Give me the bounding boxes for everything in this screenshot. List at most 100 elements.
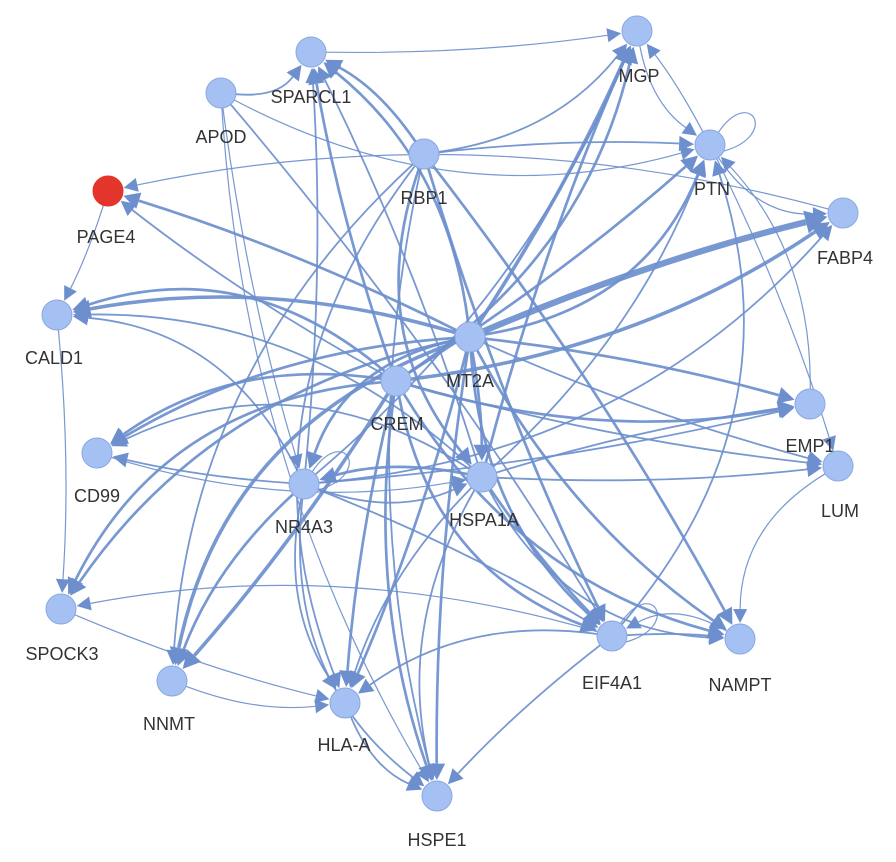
node-circle[interactable] [81, 437, 113, 469]
node-lum[interactable]: LUM [821, 450, 859, 521]
node-apod[interactable]: APOD [195, 77, 247, 147]
edge-RBP1-SPARCL1 [325, 59, 417, 143]
node-spock3[interactable]: SPOCK3 [25, 593, 99, 664]
node-label: CREM [371, 414, 424, 434]
node-circle[interactable] [41, 299, 73, 331]
node-label: CD99 [74, 486, 120, 506]
edge-EIF4A1-HLA-A [358, 629, 598, 694]
edges-layer [55, 28, 836, 791]
edge-EMP1-PTN [720, 156, 811, 390]
edge-CREM-CD99 [110, 372, 382, 444]
node-circle[interactable] [288, 468, 320, 500]
node-cd99[interactable]: CD99 [74, 437, 120, 506]
edge-NR4A3-EIF4A1 [317, 488, 599, 628]
node-label: APOD [195, 127, 246, 147]
edge-CREM-SPOCK3 [67, 380, 382, 595]
node-label: NR4A3 [275, 517, 333, 537]
edge-HLA-A-HSPE1 [349, 716, 423, 791]
node-circle[interactable] [466, 461, 498, 493]
node-circle[interactable] [694, 129, 726, 161]
node-cald1[interactable]: CALD1 [25, 299, 83, 368]
edge-PAGE4-CALD1 [64, 205, 104, 301]
node-circle[interactable] [621, 15, 653, 47]
edge-NR4A3-SPARCL1 [304, 68, 321, 470]
edge-LUM-NAMPT [733, 473, 826, 623]
node-circle[interactable] [408, 138, 440, 170]
node-nr4a3[interactable]: NR4A3 [275, 468, 333, 537]
node-label: HSPE1 [407, 830, 466, 850]
node-circle[interactable] [596, 620, 628, 652]
node-circle[interactable] [724, 623, 756, 655]
edge-MT2A-NR4A3 [306, 338, 456, 469]
node-circle[interactable] [205, 77, 237, 109]
edge-EIF4A1-NAMPT [626, 628, 725, 644]
edge-EIF4A1-SPOCK3 [76, 584, 598, 633]
edge-APOD-HSPE1 [221, 107, 429, 783]
node-mgp[interactable]: MGP [618, 15, 660, 86]
edge-HSPA1A-NR4A3 [319, 465, 468, 484]
node-label: PTN [694, 179, 730, 199]
edge-PTN-FABP4 [717, 157, 827, 222]
node-emp1[interactable]: EMP1 [785, 388, 835, 456]
node-circle[interactable] [794, 388, 826, 420]
edge-EIF4A1-HSPE1 [447, 644, 601, 785]
node-ptn[interactable]: PTN [694, 129, 730, 199]
edge-CD99-HSPA1A [111, 456, 467, 493]
edge-APOD-EIF4A1 [230, 103, 604, 623]
node-circle[interactable] [421, 780, 453, 812]
node-circle[interactable] [295, 36, 327, 68]
node-circle[interactable] [92, 175, 124, 207]
edge-EIF4A1-PTN [621, 160, 745, 626]
node-sparcl1[interactable]: SPARCL1 [271, 36, 352, 107]
edge-CREM-PTN [407, 155, 698, 375]
node-label: NAMPT [709, 675, 772, 695]
node-eif4a1[interactable]: EIF4A1 [582, 620, 642, 693]
node-circle[interactable] [827, 197, 859, 229]
edge-CREM-PAGE4 [120, 200, 384, 375]
edge-RBP1-NAMPT [432, 165, 733, 625]
node-page4[interactable]: PAGE4 [77, 175, 136, 247]
edge-NAMPT-EIF4A1 [626, 613, 728, 632]
node-circle[interactable] [156, 665, 188, 697]
node-circle[interactable] [822, 450, 854, 482]
node-fabp4[interactable]: FABP4 [817, 197, 873, 268]
node-hspa1a[interactable]: HSPA1A [449, 461, 519, 530]
edge-APOD-PTN [234, 99, 695, 177]
edge-HSPA1A-PTN [492, 159, 707, 468]
node-hla-a[interactable]: HLA-A [317, 687, 371, 755]
node-mt2a[interactable]: MT2A [446, 321, 494, 391]
node-crem[interactable]: CREM [371, 365, 424, 434]
node-circle[interactable] [45, 593, 77, 625]
node-circle[interactable] [329, 687, 361, 719]
edge-HSPA1A-CD99 [111, 403, 470, 470]
edge-RBP1-MGP [438, 43, 628, 153]
edge-HSPA1A-LUM [496, 461, 823, 482]
node-circle[interactable] [454, 321, 486, 353]
node-nampt[interactable]: NAMPT [709, 623, 772, 695]
edge-APOD-SPARCL1 [235, 64, 302, 96]
node-label: CALD1 [25, 348, 83, 368]
node-label: SPOCK3 [25, 644, 98, 664]
node-label: NNMT [143, 714, 195, 734]
node-label: MGP [618, 66, 659, 86]
edge-PTN-PTN [717, 112, 756, 152]
node-rbp1[interactable]: RBP1 [400, 138, 448, 208]
edge-NR4A3-FABP4 [318, 225, 833, 484]
node-nnmt[interactable]: NNMT [143, 665, 195, 734]
node-hspe1[interactable]: HSPE1 [407, 780, 467, 850]
edge-EIF4A1-EIF4A1 [619, 603, 658, 643]
node-circle[interactable] [380, 365, 412, 397]
edge-NR4A3-MGP [314, 45, 632, 475]
edge-NR4A3-EMP1 [318, 403, 795, 484]
node-label: RBP1 [400, 188, 447, 208]
edge-MT2A-EMP1 [484, 337, 795, 404]
edge-NR4A3-NR4A3 [311, 451, 350, 491]
edge-MT2A-LUM [483, 342, 823, 466]
node-label: HLA-A [317, 735, 370, 755]
edge-HSPA1A-SPARCL1 [318, 66, 479, 463]
node-label: EMP1 [785, 436, 834, 456]
node-label: HSPA1A [449, 510, 519, 530]
edge-MT2A-PAGE4 [123, 192, 458, 332]
